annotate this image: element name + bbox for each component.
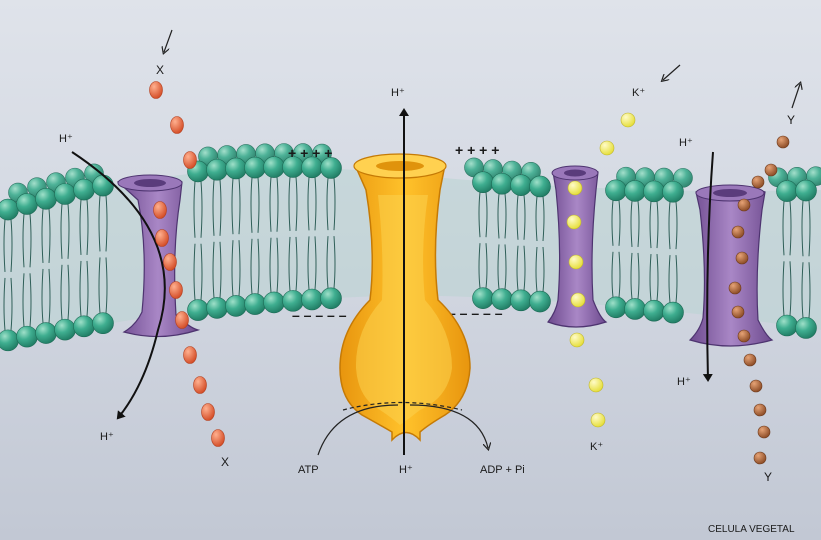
negative-charge-right: – – – – – — [448, 305, 503, 321]
label-y-bottom: Y — [764, 470, 772, 484]
x-solute-particle — [212, 430, 225, 447]
label-h-left-bottom: H⁺ — [100, 431, 114, 443]
lipid-head — [796, 180, 817, 201]
label-x-top: X — [156, 63, 164, 77]
lipid-head — [74, 179, 95, 200]
lipid-head — [0, 199, 19, 220]
lipid-head — [74, 316, 95, 337]
label-h-right-bottom: H⁺ — [677, 376, 691, 388]
potassium-ion — [570, 333, 584, 347]
caption-plant-cell: CELULA VEGETAL — [708, 524, 795, 535]
label-h-right-top: H⁺ — [679, 137, 693, 149]
lipid-head — [207, 297, 228, 318]
label-k-top: K⁺ — [632, 87, 645, 99]
x-solute-particle — [202, 404, 215, 421]
lipid-head — [245, 294, 266, 315]
x-solute-particle — [171, 117, 184, 134]
lipid-head — [511, 290, 532, 311]
lipid-head — [777, 315, 798, 336]
y-solute-particle — [732, 226, 744, 238]
lipid-head — [0, 330, 19, 351]
x-solute-particle — [176, 312, 189, 329]
potassium-ion — [600, 141, 614, 155]
x-solute-particle — [156, 230, 169, 247]
lipid-head — [606, 180, 627, 201]
potassium-ion — [589, 378, 603, 392]
lipid-head — [188, 300, 209, 321]
lipid-head — [207, 159, 228, 180]
lipid-head — [17, 193, 38, 214]
lipid-head — [663, 302, 684, 323]
y-solute-particle — [754, 452, 766, 464]
x-solute-particle — [150, 82, 163, 99]
lipid-head — [17, 326, 38, 347]
lipid-head — [226, 295, 247, 316]
potassium-ion — [571, 293, 585, 307]
label-adp: ADP + Pi — [480, 464, 525, 476]
lipid-head — [321, 288, 342, 309]
lipid-head — [530, 176, 551, 197]
lipid-head — [663, 181, 684, 202]
y-solute-particle — [729, 282, 741, 294]
lipid-head — [93, 175, 114, 196]
lipid-head — [625, 298, 646, 319]
potassium-ion — [569, 255, 583, 269]
x-solute-particle — [194, 377, 207, 394]
y-solute-particle — [750, 380, 762, 392]
lipid-head — [55, 183, 76, 204]
lipid-head — [644, 300, 665, 321]
y-solute-particle — [765, 164, 777, 176]
lipid-head — [777, 181, 798, 202]
y-solute-particle — [752, 176, 764, 188]
potassium-ion — [621, 113, 635, 127]
label-x-bottom: X — [221, 455, 229, 469]
lipid-head — [644, 181, 665, 202]
lipid-head — [93, 313, 114, 334]
lipid-head — [511, 175, 532, 196]
lipid-head — [245, 157, 266, 178]
charge-right: + + + + — [455, 142, 499, 158]
lipid-head — [625, 180, 646, 201]
label-h-left-top: H⁺ — [59, 133, 73, 145]
y-solute-particle — [777, 136, 789, 148]
x-solute-particle — [184, 152, 197, 169]
x-solute-particle — [184, 347, 197, 364]
negative-charge-left: – – – – – — [292, 307, 347, 323]
y-solute-particle — [754, 404, 766, 416]
label-k-bottom: K⁺ — [590, 441, 603, 453]
lipid-head — [492, 173, 513, 194]
y-solute-particle — [736, 252, 748, 264]
label-atp: ATP — [298, 464, 319, 476]
lipid-head — [36, 188, 57, 209]
label-h-pump-bottom: H⁺ — [399, 464, 413, 476]
y-solute-particle — [732, 306, 744, 318]
lipid-head — [530, 291, 551, 312]
y-solute-particle — [738, 199, 750, 211]
lipid-head — [606, 297, 627, 318]
y-solute-particle — [744, 354, 756, 366]
potassium-ion — [591, 413, 605, 427]
y-solute-particle — [758, 426, 770, 438]
lipid-head — [796, 317, 817, 338]
lipid-head — [55, 319, 76, 340]
x-solute-particle — [164, 254, 177, 271]
charge-left: + + + + — [288, 145, 332, 161]
potassium-ion — [568, 181, 582, 195]
y-solute-particle — [738, 330, 750, 342]
label-h-pump-top: H⁺ — [391, 87, 405, 99]
x-solute-particle — [170, 282, 183, 299]
lipid-head — [264, 157, 285, 178]
lipid-head — [36, 323, 57, 344]
x-solute-particle — [154, 202, 167, 219]
potassium-ion — [567, 215, 581, 229]
lipid-head — [473, 172, 494, 193]
label-y-top: Y — [787, 113, 795, 127]
lipid-head — [226, 158, 247, 179]
lipid-head — [264, 292, 285, 313]
